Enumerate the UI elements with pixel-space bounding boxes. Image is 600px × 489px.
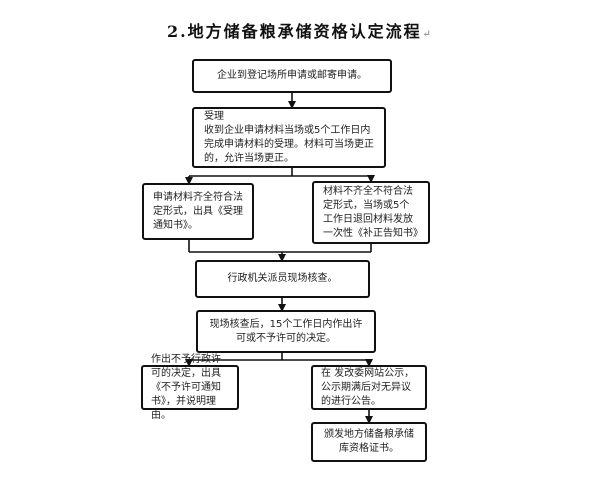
- step-accept: 受理 收到企业申请材料当场或5个工作日内完成申请材料的受理。材料可当场更正的，允…: [192, 107, 386, 168]
- step-publicize-text: 在 发改委网站公示，公示期满后对无异议的进行公告。: [321, 367, 415, 407]
- step-apply-text: 企业到登记场所申请或邮寄申请。: [217, 70, 367, 81]
- step-decision: 现场核查后，15个工作日内作出许可或不予许可的决定。: [196, 310, 376, 353]
- step-publicize: 在 发改委网站公示，公示期满后对无异议的进行公告。: [311, 365, 427, 410]
- step-onsite-inspection: 行政机关派员现场核查。: [195, 260, 370, 298]
- step-certificate: 颁发地方储备粮承储库资格证书。: [311, 422, 427, 462]
- step-onsite-inspection-text: 行政机关派员现场核查。: [227, 273, 338, 284]
- step-complete-materials: 申请材料齐全符合法定形式，出具《受理通知书》。: [142, 183, 254, 240]
- step-reject-text: 作出不予行政许可的决定，出具《不予许可通知书》，并说明理由。: [151, 353, 221, 421]
- step-apply: 企业到登记场所申请或邮寄申请。: [192, 59, 392, 93]
- step-incomplete-materials-text: 材料不齐全不符合法定形式，当场或5个工作日退回材料发放一次性《补正告知书》: [323, 185, 423, 239]
- step-incomplete-materials: 材料不齐全不符合法定形式，当场或5个工作日退回材料发放一次性《补正告知书》: [312, 181, 430, 244]
- step-accept-text: 受理 收到企业申请材料当场或5个工作日内完成申请材料的受理。材料可当场更正的，允…: [204, 110, 374, 164]
- step-reject: 作出不予行政许可的决定，出具《不予许可通知书》，并说明理由。: [141, 354, 239, 421]
- step-complete-materials-text: 申请材料齐全符合法定形式，出具《受理通知书》。: [153, 191, 243, 231]
- flowchart-title: 2.地方储备粮承储资格认定流程↵: [166, 22, 434, 41]
- step-decision-text: 现场核查后，15个工作日内作出许可或不予许可的决定。: [209, 318, 363, 344]
- step-certificate-text: 颁发地方储备粮承储库资格证书。: [324, 429, 414, 454]
